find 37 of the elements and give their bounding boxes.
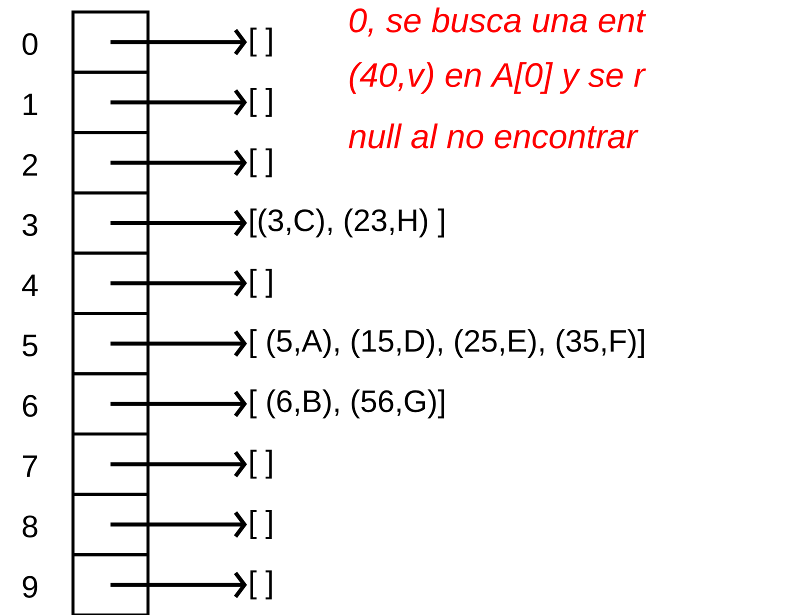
array-cell bbox=[72, 432, 150, 496]
index-number: 4 bbox=[22, 274, 38, 296]
arrow bbox=[110, 28, 247, 56]
array-cell bbox=[72, 131, 150, 194]
index-number: 0 bbox=[22, 33, 38, 56]
list-text: [ ] bbox=[250, 268, 272, 298]
list-text: [ ] bbox=[250, 28, 272, 57]
index-number: 3 bbox=[22, 214, 38, 236]
arrow bbox=[110, 390, 247, 418]
array-cell bbox=[72, 553, 150, 615]
index-number: 6 bbox=[22, 394, 38, 417]
list-text: [ ] bbox=[250, 570, 272, 600]
list-text: [ (5,A), (15,D), (25,E), (35,F)] bbox=[250, 329, 644, 358]
list-text: [ ] bbox=[250, 88, 272, 117]
index-number: 7 bbox=[22, 456, 38, 477]
index-number: 5 bbox=[22, 334, 38, 356]
note-text: null al no encontrar bbox=[348, 124, 638, 148]
list-text: [ (6,B), (56,G)] bbox=[250, 389, 444, 418]
index-number: 9 bbox=[22, 576, 38, 598]
index-number: 8 bbox=[22, 516, 38, 538]
arrow bbox=[110, 150, 247, 176]
arrow bbox=[110, 511, 247, 538]
arrow bbox=[110, 210, 247, 236]
note-text: (40,v) en A[0] y se r bbox=[350, 62, 646, 94]
arrow bbox=[110, 270, 247, 296]
arrow bbox=[110, 330, 247, 357]
list-text: [ ] bbox=[250, 148, 272, 178]
arrow bbox=[110, 572, 247, 598]
array-cell bbox=[72, 252, 150, 315]
list-text: [ ] bbox=[250, 510, 272, 539]
index-number: 1 bbox=[24, 94, 38, 116]
index-number: 2 bbox=[22, 154, 38, 176]
arrow bbox=[110, 451, 247, 478]
note-text: 0, se busca una ent bbox=[350, 8, 646, 36]
list-text: [(3,C), (23,H) ] bbox=[250, 208, 444, 238]
arrow bbox=[110, 89, 247, 116]
list-text: [ ] bbox=[250, 450, 272, 479]
